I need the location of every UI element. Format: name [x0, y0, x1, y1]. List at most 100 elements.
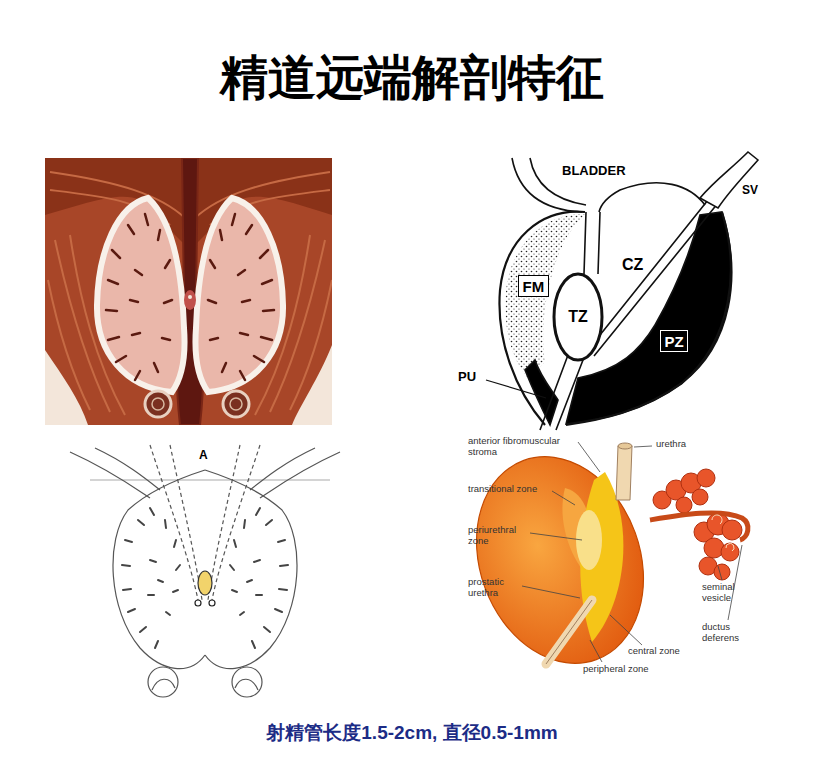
coronal-section-part [48, 280, 90, 410]
zonal-prostate [449, 433, 748, 687]
outline-section-part [152, 679, 175, 690]
slide-title: 精道远端解剖特征 [0, 46, 824, 110]
zonal-prostate-part [650, 513, 748, 540]
zonal-prostate-part [718, 566, 722, 580]
outline-section-part [150, 508, 154, 515]
coronal-section-part [145, 391, 171, 417]
outline-section-part [122, 508, 180, 648]
callout-label: prostatic urethra [468, 577, 522, 599]
zonal-prostate-part [714, 564, 730, 580]
anatomy-label: PU [458, 370, 476, 385]
coronal-section-part [132, 333, 140, 335]
callout-label: seminal vesicle [702, 582, 752, 604]
coronal-section-part [108, 337, 119, 340]
coronal-section-part [158, 230, 160, 240]
zone-box: FM [518, 275, 549, 297]
zonal-prostate-part [530, 533, 582, 540]
slide-caption: 射精管长度1.5-2cm, 直径0.5-1mm [0, 720, 824, 746]
outline-section-part [128, 609, 135, 612]
coronal-section-part [135, 371, 140, 380]
sagittal-zones [486, 152, 758, 430]
coronal-section [45, 158, 332, 425]
zone-ellipse: TZ [552, 272, 604, 362]
coronal-section-part [165, 260, 170, 268]
coronal-section-part [196, 198, 284, 392]
sagittal-zones-part [540, 355, 583, 430]
zonal-prostate-part [590, 640, 602, 662]
outline-section-part [158, 580, 163, 582]
zone-abbrev: TZ [568, 308, 588, 326]
callout-label: central zone [628, 646, 680, 657]
anatomy-label: SV [742, 184, 758, 198]
outline-section-part [170, 445, 202, 600]
zonal-prostate-part [653, 469, 742, 580]
zonal-prostate-part [616, 446, 632, 500]
callout-label: anterior fibromuscular stroma [468, 436, 580, 458]
coronal-section-part [97, 198, 185, 392]
sagittal-zones-part [525, 360, 558, 425]
coronal-section-part [164, 300, 172, 303]
coronal-section-part [106, 310, 117, 311]
coronal-section-part [48, 172, 185, 415]
sagittal-zones-part [700, 152, 758, 208]
coronal-section-part [112, 250, 120, 258]
outline-section-part [113, 470, 205, 669]
outline-section [70, 445, 340, 697]
sagittal-zones-part [486, 380, 546, 398]
coronal-section-part [154, 363, 158, 372]
coronal-section-part [108, 280, 118, 284]
zonal-prostate-part [634, 446, 652, 447]
zonal-prostate-part [610, 615, 642, 645]
outline-section-part [205, 445, 340, 697]
outline-section-part [123, 589, 131, 590]
callout-label: urethra [656, 439, 686, 450]
coronal-section-part [130, 300, 138, 302]
sagittal-zones-part [599, 183, 705, 212]
outline-section-part [195, 600, 201, 606]
outline-section-part [166, 612, 170, 615]
outline-section-part [90, 479, 330, 480]
zonal-prostate-part [721, 543, 739, 561]
zonal-prostate-part [697, 469, 715, 487]
outline-section-part [174, 540, 176, 547]
zonal-prostate-part [578, 442, 600, 472]
zonal-prostate-part [522, 586, 580, 598]
coronal-section-part [135, 270, 142, 275]
outline-section-part [125, 540, 132, 542]
outline-section-part [155, 641, 158, 648]
outline-section-part [140, 627, 146, 632]
outline-section-part [148, 667, 178, 697]
callout-label: transitional zone [468, 484, 537, 495]
zone-box: PZ [660, 330, 688, 352]
coronal-section-part [184, 290, 196, 310]
coronal-section-part [97, 198, 185, 392]
outline-section-part [198, 571, 212, 595]
callout-label: periurethral zone [468, 525, 530, 547]
coronal-section-part [106, 214, 172, 380]
anatomy-label: A [199, 449, 208, 463]
coronal-section-part [116, 356, 126, 362]
zone-outline-shape [554, 274, 602, 360]
coronal-section-part [195, 172, 332, 415]
outline-section-part [150, 560, 156, 562]
zonal-prostate-part [712, 515, 722, 524]
outline-section-part [70, 452, 150, 498]
outline-section-part [176, 565, 180, 570]
outline-section-part [148, 594, 154, 596]
zone-abbrev: FM [523, 278, 545, 295]
coronal-section-part [50, 172, 185, 218]
outline-section-part [70, 445, 205, 697]
coronal-section-part [188, 295, 192, 299]
zonal-prostate-part [552, 491, 575, 505]
outline-section-part [165, 520, 166, 528]
sagittal-zones-part [584, 212, 600, 274]
callout-label: peripheral zone [583, 664, 649, 675]
zonal-prostate-part [712, 515, 734, 551]
zonal-prostate-part [692, 489, 708, 505]
coronal-section-part [152, 398, 164, 410]
zone-abbrev: PZ [665, 333, 684, 350]
coronal-section-part [145, 214, 148, 225]
zonal-prostate-part [676, 497, 692, 513]
zonal-prostate-part [618, 443, 632, 449]
